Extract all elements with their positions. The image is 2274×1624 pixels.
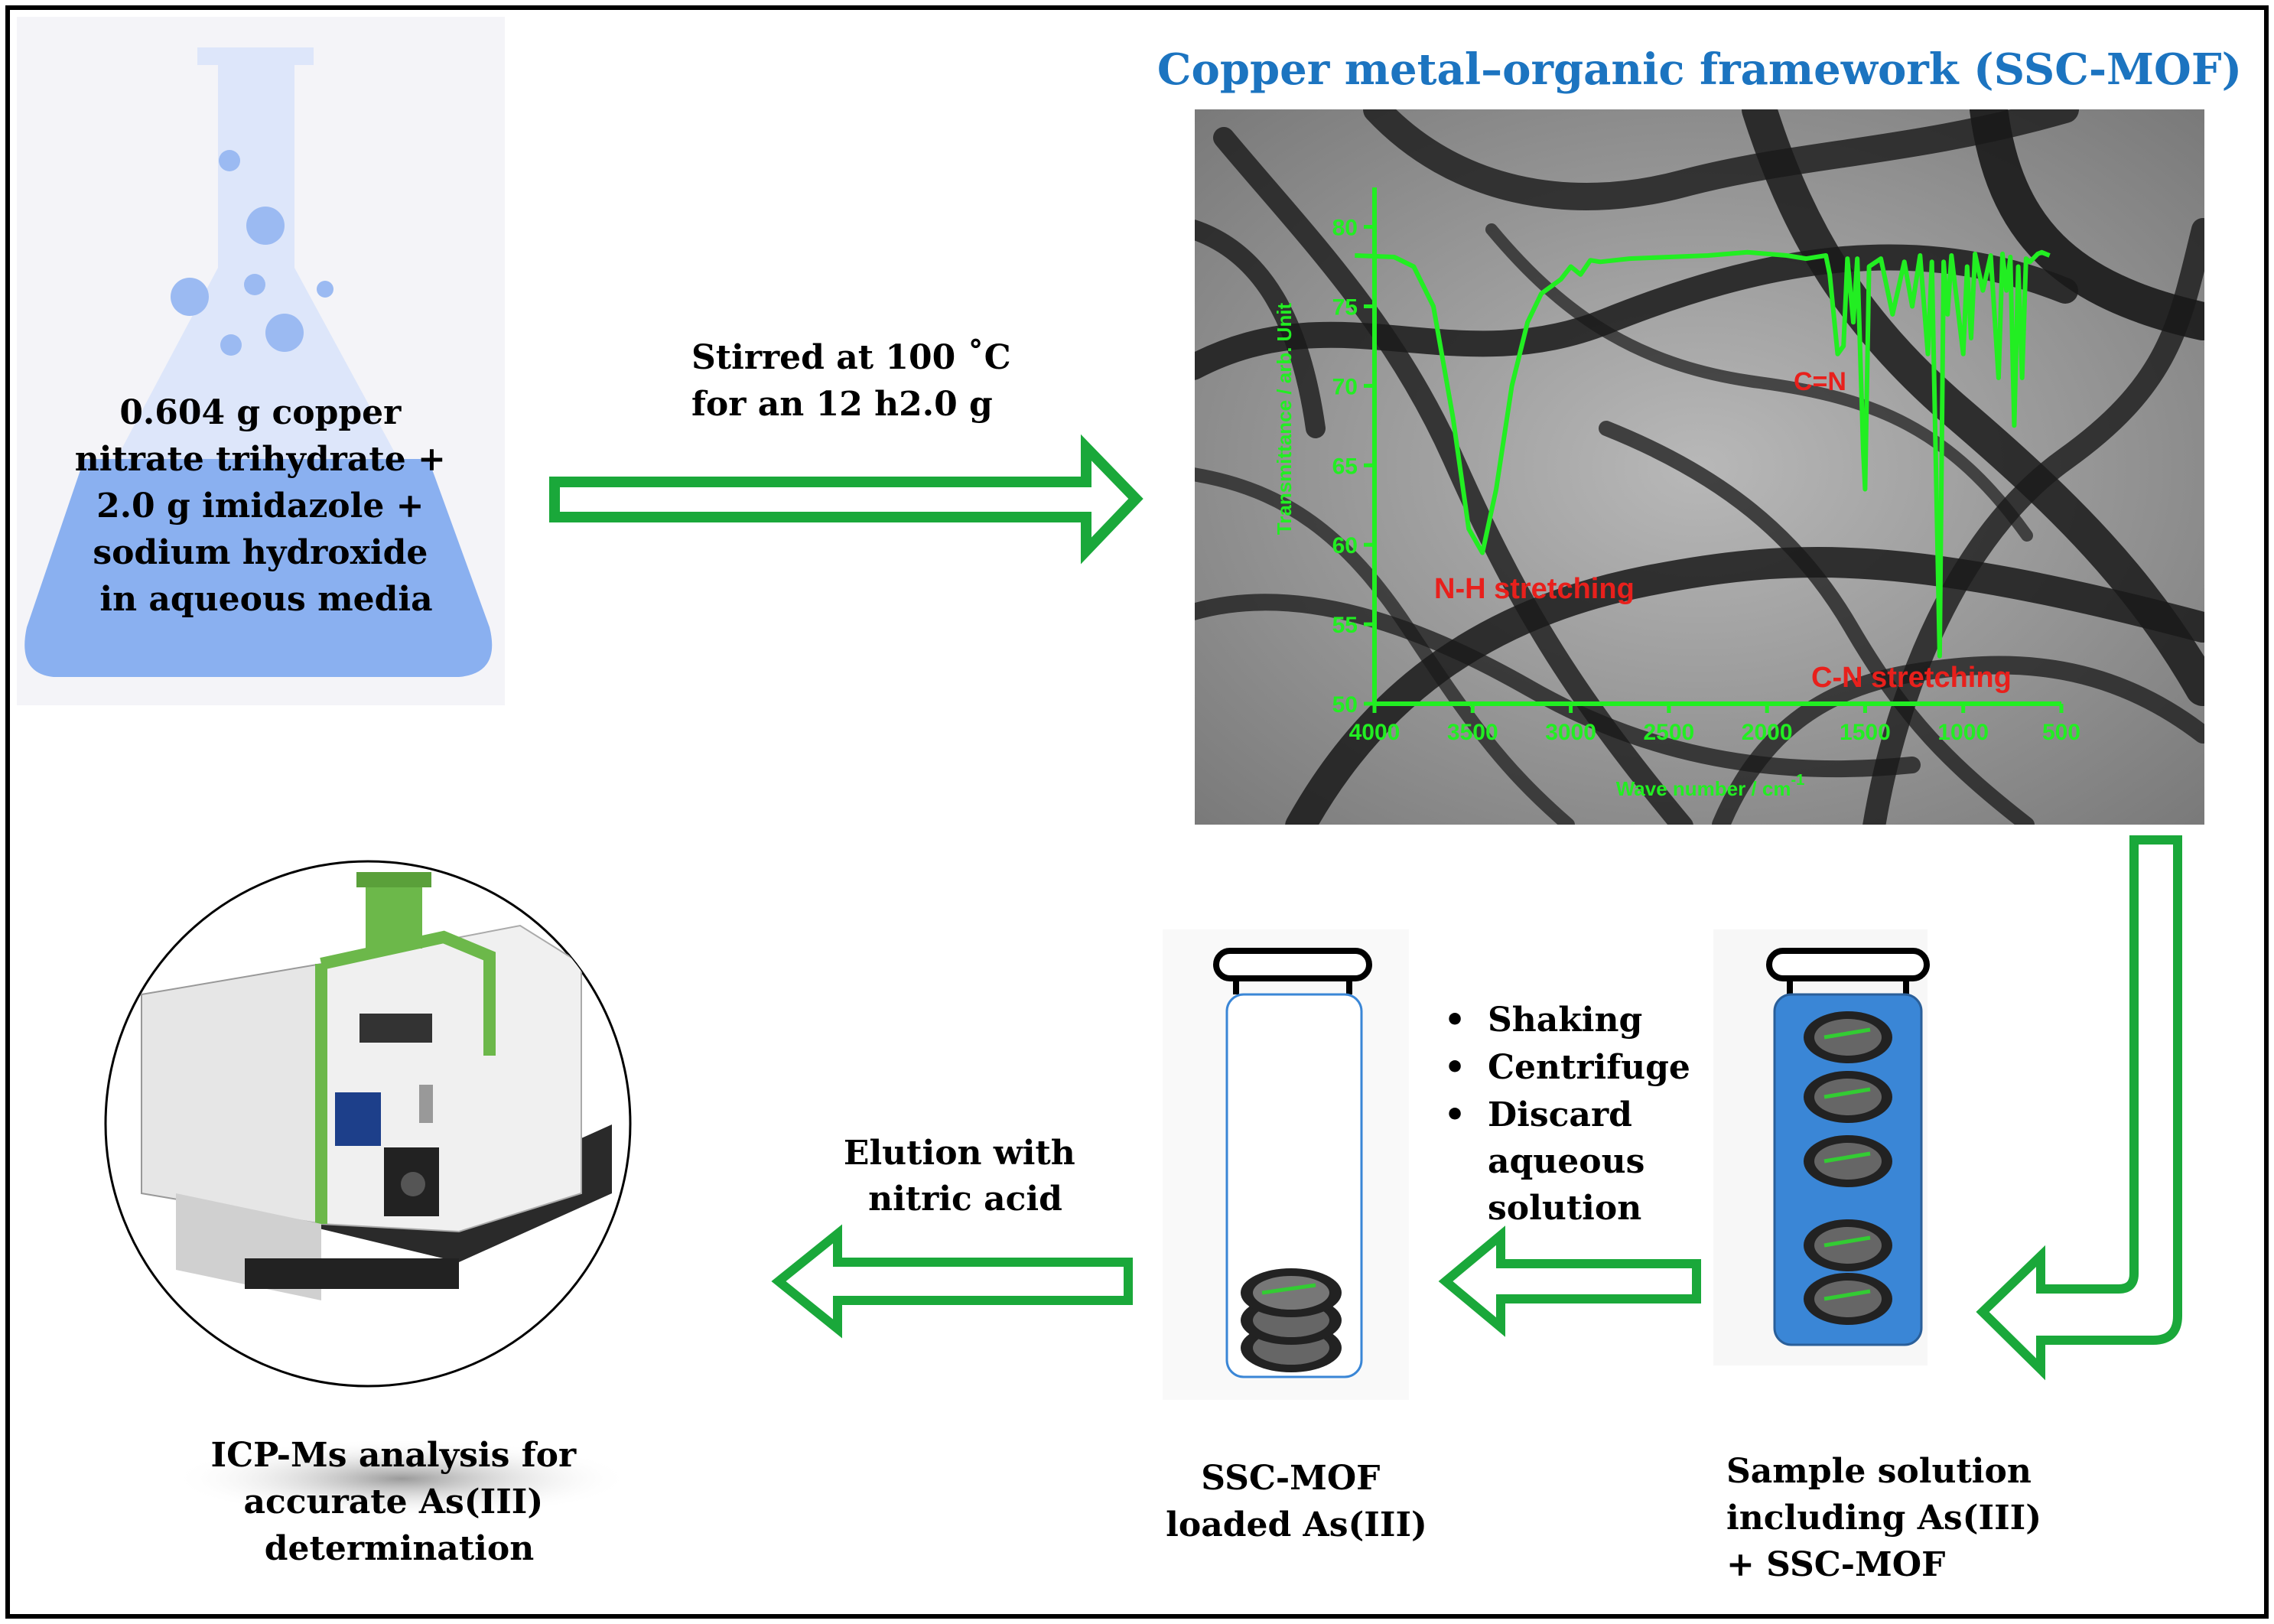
sample-tube xyxy=(1713,929,1930,1365)
ftir-x-tick-label: 3000 xyxy=(1545,720,1596,745)
ftir-x-tick-label: 3500 xyxy=(1447,720,1498,745)
step6-label-line: ICP-Ms analysis for xyxy=(211,1436,577,1475)
step4-label-line: SSC-MOF xyxy=(1201,1459,1380,1498)
mof-particles xyxy=(1804,1011,1892,1325)
step4-label: SSC-MOF loaded As(III) xyxy=(1166,1459,1427,1544)
arrow-right xyxy=(549,434,1144,565)
bullet-text: aqueous xyxy=(1488,1142,1645,1181)
bubble xyxy=(317,281,333,298)
annotation-cn-stretching: C-N stretching xyxy=(1811,662,2012,694)
ftir-x-axis-label-sup: -1 xyxy=(1791,772,1804,789)
flask-label-line: nitrate trihydrate + xyxy=(75,440,446,479)
flask-label-line: sodium hydroxide xyxy=(93,533,428,572)
bubble xyxy=(246,207,285,245)
ftir-y-tick-label: 75 xyxy=(1332,295,1358,320)
step5-label: Elution with nitric acid xyxy=(844,1134,1087,1219)
ftir-series-line xyxy=(1355,249,2051,659)
bubble xyxy=(265,314,304,352)
bullet-dot: • xyxy=(1444,1048,1466,1087)
bullet-dot: • xyxy=(1444,1001,1466,1040)
ftir-y-tick-label: 50 xyxy=(1332,692,1358,718)
tube-cap xyxy=(1213,948,1372,981)
icp-ms-instrument xyxy=(104,860,632,1518)
loaded-tube xyxy=(1163,929,1409,1400)
processing-steps: • Shaking • Centrifuge • Discard aqueous… xyxy=(1444,1001,1702,1228)
annotation-c-n-double: C=N xyxy=(1794,367,1846,396)
step2-label-line: including As(III) xyxy=(1726,1499,2041,1538)
tube-cap xyxy=(1766,948,1930,981)
flask-illustration: 0.604 g copper nitrate trihydrate + 2.0 … xyxy=(17,17,505,705)
step1-label: Stirred at 100 ˚C for an 12 h2.0 g xyxy=(691,338,1023,424)
step1-label-line: for an 12 h2.0 g xyxy=(691,385,993,424)
step1-label-line: Stirred at 100 ˚C xyxy=(691,338,1011,377)
step6-label-line: determination xyxy=(265,1529,534,1568)
ftir-y-tick-label: 55 xyxy=(1332,613,1358,638)
step2-label-line: + SSC-MOF xyxy=(1726,1545,1945,1584)
mof-title: Copper metal–organic framework (SSC-MOF) xyxy=(1157,44,2242,95)
flask-liquid xyxy=(24,459,493,677)
ftir-x-tick-label: 1000 xyxy=(1937,720,1989,745)
bubble xyxy=(220,334,242,356)
step5-label-line: nitric acid xyxy=(868,1180,1062,1219)
ftir-y-tick-label: 60 xyxy=(1332,533,1358,558)
step6-label: ICP-Ms analysis for accurate As(III) det… xyxy=(211,1436,588,1568)
arrow-left-large xyxy=(771,1224,1133,1339)
bubble xyxy=(244,274,265,295)
ftir-x-axis-label-main: Wave number / cm xyxy=(1616,777,1791,800)
bubble xyxy=(171,278,209,316)
label-shadow xyxy=(172,1439,631,1518)
flask-label-line: 2.0 g imidazole + xyxy=(96,487,424,526)
step2-label: Sample solution including As(III) + SSC-… xyxy=(1726,1452,2053,1584)
bullet-text: solution xyxy=(1488,1189,1641,1228)
flask-label-line: in aqueous media xyxy=(99,580,432,619)
step6-label-line: accurate As(III) xyxy=(243,1482,543,1521)
ftir-y-tick-label: 65 xyxy=(1332,454,1358,479)
arrow-bend-down-left xyxy=(1976,835,2182,1381)
ftir-axes xyxy=(1372,187,2061,706)
ftir-y-axis-label: Transmittance / arb. Unit xyxy=(1273,302,1296,535)
ftir-x-tick-label: 4000 xyxy=(1349,720,1401,745)
bullet-text: Shaking xyxy=(1488,1001,1642,1040)
bullet-text: Discard xyxy=(1488,1095,1632,1134)
bubble xyxy=(219,150,240,171)
ftir-y-tick-label: 80 xyxy=(1332,216,1358,241)
ftir-x-tick-label: 2500 xyxy=(1643,720,1694,745)
ftir-x-tick-label: 1500 xyxy=(1840,720,1891,745)
flask-label: 0.604 g copper nitrate trihydrate + 2.0 … xyxy=(75,393,457,619)
step2-label-line: Sample solution xyxy=(1726,1452,2032,1491)
bullet-dot: • xyxy=(1444,1095,1466,1134)
ftir-x-tick-label: 2000 xyxy=(1742,720,1793,745)
ftir-x-tick-label: 500 xyxy=(2042,720,2080,745)
bullet-list: • Shaking • Centrifuge • Discard aqueous… xyxy=(1444,1001,1702,1228)
flask-label-line: 0.604 g copper xyxy=(119,393,402,432)
step4-label-line: loaded As(III) xyxy=(1166,1505,1427,1544)
bullet-text: Centrifuge xyxy=(1488,1048,1690,1087)
ftir-y-tick-label: 70 xyxy=(1332,374,1358,399)
step5-label-line: Elution with xyxy=(844,1134,1075,1173)
mof-pellet-stack xyxy=(1241,1268,1342,1372)
annotation-nh-stretching: N-H stretching xyxy=(1434,573,1635,605)
ftir-x-axis-label: Wave number / cm-1 xyxy=(1616,772,1805,800)
arrow-left-small xyxy=(1438,1225,1701,1337)
